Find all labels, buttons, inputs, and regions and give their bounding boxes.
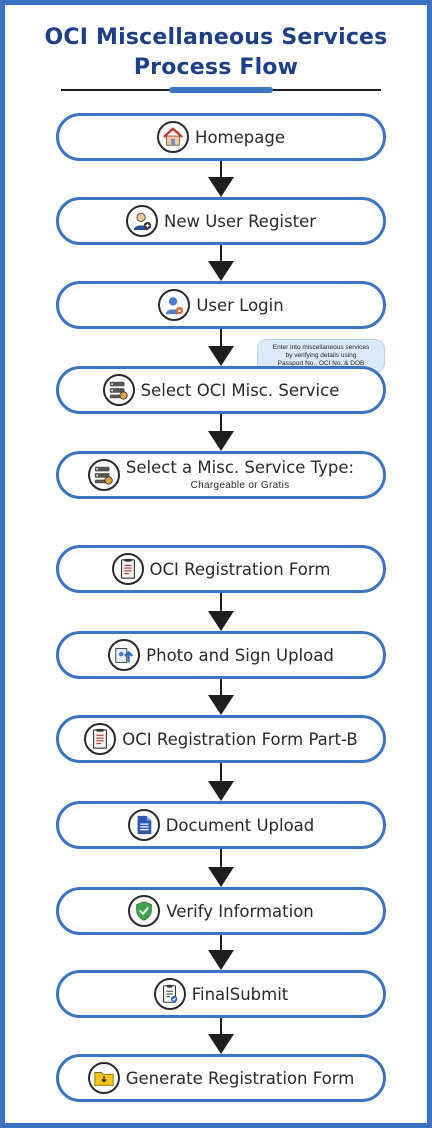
form-icon xyxy=(111,553,144,585)
step-oci-registration-form: OCI Registration Form xyxy=(56,545,386,593)
step-document-upload: Document Upload xyxy=(56,801,386,849)
step-new-user-register: New User Register xyxy=(56,197,386,245)
flow-arrow xyxy=(208,161,234,197)
flow-arrow xyxy=(208,245,234,281)
step-generate-registration-form: Generate Registration Form xyxy=(56,1054,386,1102)
step-label: FinalSubmit xyxy=(191,984,289,1004)
step-verify-information: Verify Information xyxy=(56,887,386,935)
step-label: Select a Misc. Service Type: xyxy=(125,458,355,478)
step-label: Generate Registration Form xyxy=(125,1068,355,1088)
step-photo-sign-upload: Photo and Sign Upload xyxy=(56,631,386,679)
diagram-title: OCI Miscellaneous Services Process Flow xyxy=(5,23,427,83)
step-label: OCI Registration Form xyxy=(149,559,331,579)
flow-arrow xyxy=(208,414,234,451)
document-icon xyxy=(127,809,160,841)
step-label: OCI Registration Form Part-B xyxy=(122,729,358,749)
service-list-icon xyxy=(102,374,135,406)
callout-line-3: Passport No., OCI No. & DOB xyxy=(277,360,365,367)
title-line-2: Process Flow xyxy=(133,55,299,80)
user-add-icon xyxy=(125,205,158,237)
folder-download-icon xyxy=(87,1062,120,1094)
clipboard-check-icon xyxy=(153,978,186,1010)
flow-arrow xyxy=(208,763,234,801)
flow-arrow xyxy=(208,679,234,715)
flow-arrow xyxy=(208,329,234,366)
step-label: New User Register xyxy=(163,211,317,231)
step-label: Select OCI Misc. Service xyxy=(140,380,340,400)
flow-arrow xyxy=(208,935,234,970)
flow-arrow xyxy=(208,593,234,631)
step-label: Photo and Sign Upload xyxy=(146,645,334,665)
home-icon xyxy=(157,121,190,153)
step-label: Homepage xyxy=(195,127,285,147)
flow-arrow xyxy=(208,1018,234,1054)
step-label-group: Select a Misc. Service Type: Chargeable … xyxy=(125,458,355,491)
shield-check-icon xyxy=(128,895,161,927)
flow-arrow xyxy=(208,849,234,887)
step-user-login: User Login xyxy=(56,281,386,329)
step-oci-registration-form-part-b: OCI Registration Form Part-B xyxy=(56,715,386,763)
callout-line-2: by verifying details using xyxy=(285,352,357,359)
step-homepage: Homepage xyxy=(56,113,386,161)
step-select-oci-misc-service: Select OCI Misc. Service xyxy=(56,366,386,414)
user-login-icon xyxy=(158,289,191,321)
step-label: User Login xyxy=(196,295,284,315)
step-label: Document Upload xyxy=(165,815,315,835)
service-type-icon xyxy=(87,459,120,491)
form-part-b-icon xyxy=(84,723,117,755)
step-final-submit: FinalSubmit xyxy=(56,970,386,1018)
title-line-1: OCI Miscellaneous Services xyxy=(44,25,388,50)
step-select-service-type: Select a Misc. Service Type: Chargeable … xyxy=(56,451,386,499)
title-divider-accent xyxy=(169,87,273,93)
upload-icon xyxy=(108,639,141,671)
step-label: Verify Information xyxy=(166,901,314,921)
step-sublabel: Chargeable or Gratis xyxy=(190,479,290,491)
callout-line-1: Enter into miscellaneous services xyxy=(272,344,370,351)
